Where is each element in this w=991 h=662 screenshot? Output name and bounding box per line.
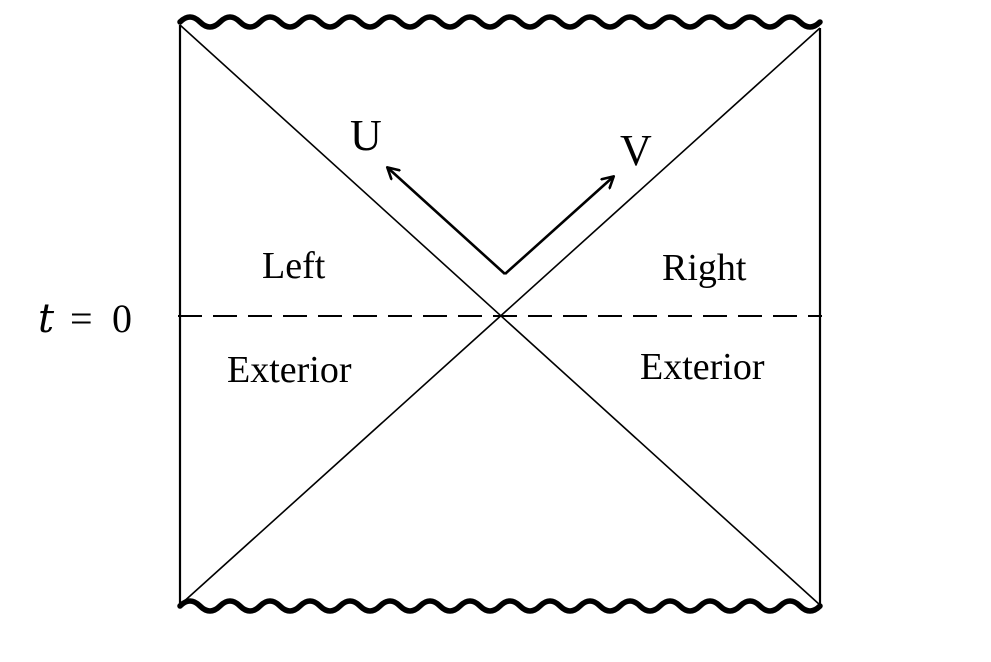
- time-slice-variable: t: [38, 296, 55, 342]
- left-region-label-line1: Left: [262, 245, 326, 287]
- u-arrow-label: U: [350, 111, 382, 160]
- time-slice-label: t = 0: [38, 296, 132, 342]
- future-singularity: [177, 14, 823, 30]
- v-arrow-label: V: [620, 126, 652, 175]
- v-direction-arrow: [504, 177, 613, 275]
- time-slice-value: 0: [112, 296, 132, 341]
- u-direction-arrow: [388, 168, 506, 275]
- right-region-label-line2: Exterior: [640, 346, 765, 388]
- past-singularity: [177, 598, 823, 614]
- left-region-label-line2: Exterior: [227, 349, 352, 391]
- time-slice-equals: =: [70, 296, 93, 341]
- right-region-label-line1: Right: [662, 247, 747, 289]
